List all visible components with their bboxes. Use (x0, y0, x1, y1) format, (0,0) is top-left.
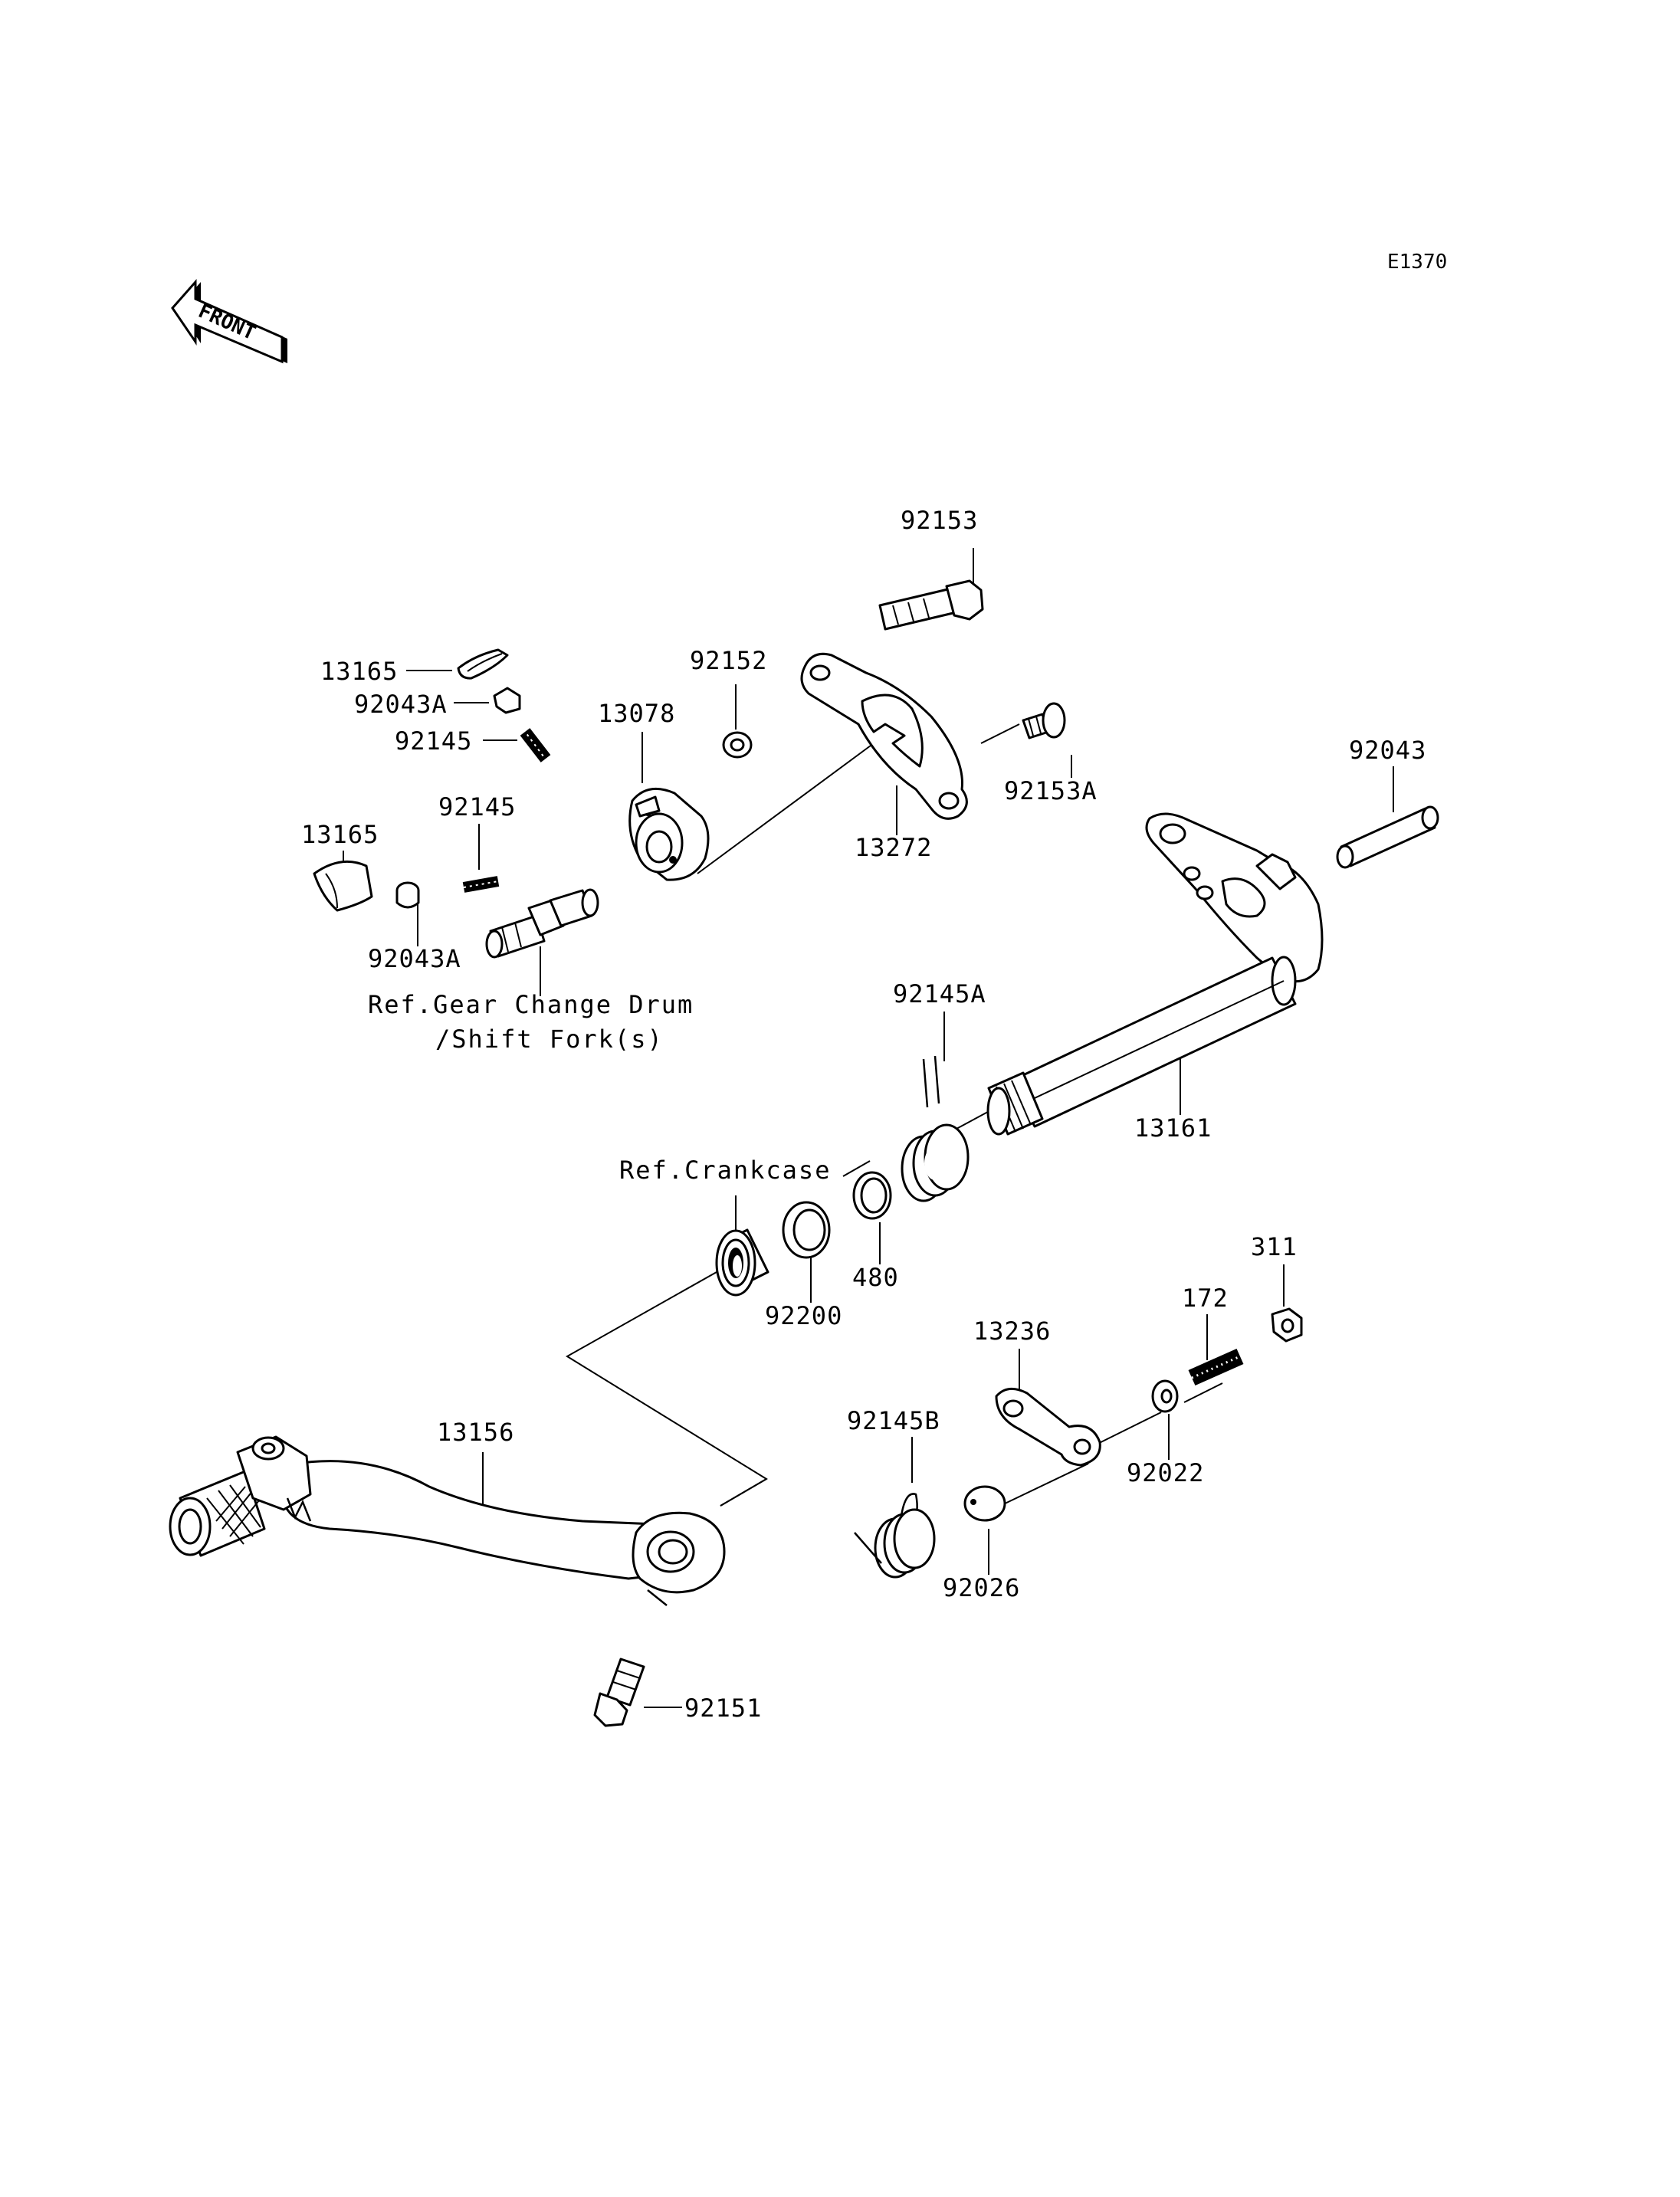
label-13161: 13161 (1134, 1113, 1212, 1143)
label-92145B: 92145B (847, 1406, 940, 1435)
shift-plate-13272 (800, 652, 968, 820)
pawl-13165-left (313, 860, 373, 912)
label-13165-top: 13165 (320, 657, 398, 686)
label-92043: 92043 (1349, 736, 1426, 765)
label-13236: 13236 (973, 1317, 1051, 1346)
label-92145-top: 92145 (395, 726, 472, 756)
gear-drum-pin (485, 888, 599, 959)
pawl-13165-top (457, 648, 509, 680)
washer-92200 (782, 1201, 831, 1259)
label-13156: 13156 (437, 1418, 514, 1447)
ref-shift-forks: /Shift Fork(s) (435, 1025, 664, 1054)
label-13165-left: 13165 (301, 820, 379, 849)
label-311: 311 (1251, 1232, 1298, 1261)
label-92026: 92026 (943, 1573, 1020, 1602)
nut-311 (1271, 1307, 1303, 1343)
diagram-code: E1370 (1387, 251, 1447, 274)
oil-seal (715, 1228, 769, 1297)
washer-92152 (722, 731, 753, 759)
shift-shaft-13161 (986, 812, 1324, 1136)
screw-92153A (1022, 702, 1066, 739)
pin-92043A-top (493, 687, 521, 714)
label-13272: 13272 (855, 833, 932, 862)
label-92145A: 92145A (893, 979, 986, 1008)
label-92153A: 92153A (1004, 776, 1098, 805)
reference-notes: Ref.Gear Change Drum /Shift Fork(s) Ref.… (368, 990, 831, 1185)
label-92145-mid: 92145 (438, 792, 516, 821)
pin-92043 (1336, 805, 1439, 869)
spring-92145-top (520, 728, 551, 763)
cam-13078 (628, 787, 710, 881)
spring-92145A (901, 1055, 970, 1202)
spring-92145B (854, 1493, 936, 1579)
front-direction-arrow-icon: FRONT (171, 279, 287, 364)
washer-92026 (963, 1485, 1006, 1522)
spring-92145-mid (462, 876, 500, 893)
ref-gear-change-drum: Ref.Gear Change Drum (368, 990, 694, 1019)
bolt-92151 (593, 1658, 645, 1727)
label-92152: 92152 (690, 646, 767, 675)
circlip-480 (852, 1171, 892, 1220)
label-92153: 92153 (901, 506, 978, 535)
label-92043A-low: 92043A (368, 944, 461, 973)
label-480: 480 (852, 1263, 899, 1292)
ref-crankcase: Ref.Crankcase (619, 1156, 831, 1185)
bolt-92153 (878, 579, 984, 631)
label-92022: 92022 (1127, 1458, 1204, 1487)
label-92200: 92200 (765, 1301, 842, 1330)
label-172: 172 (1182, 1284, 1229, 1313)
label-13078: 13078 (598, 699, 675, 728)
shift-pedal-13156 (169, 1435, 726, 1606)
part-labels: 92153 13165 92043A 92145 92152 13078 921… (301, 506, 1426, 1723)
lever-13236 (995, 1387, 1101, 1467)
washer-92022 (1151, 1379, 1179, 1413)
stud-172 (1188, 1348, 1244, 1386)
label-92043A-top: 92043A (354, 690, 448, 719)
label-92151: 92151 (684, 1694, 762, 1723)
pin-92043A-low (395, 881, 420, 909)
